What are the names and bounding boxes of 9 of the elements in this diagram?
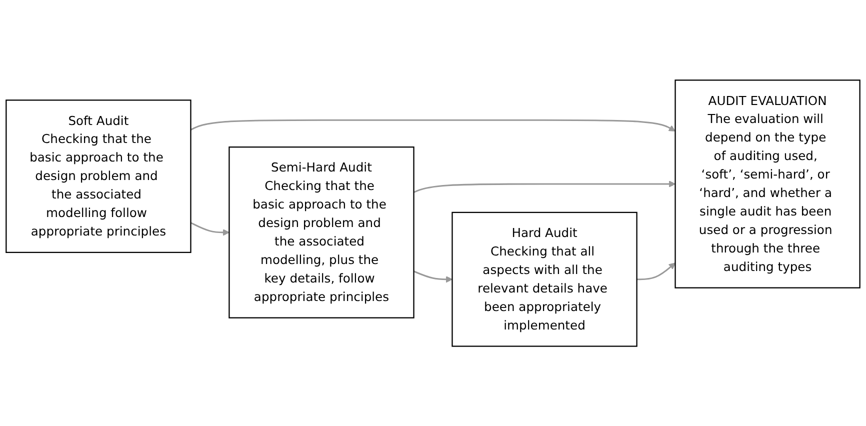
arrow	[413, 180, 676, 193]
arrow	[190, 222, 230, 236]
arrow	[636, 262, 676, 280]
node-box: Semi-Hard Audit Checking that the basic approach to the design problem and the associated modelling, plus the key details, follow appropriate principles	[228, 146, 414, 318]
node-box: AUDIT EVALUATION The evaluation will depend on the type of auditing used, ‘soft’, ‘semi-hard’, or ‘hard’, and whether a single audit has been used or a progression through the three auditing types	[674, 79, 860, 288]
node-box: Hard Audit Checking that all aspects with all the relevant details have been appropriately implemented	[452, 212, 638, 347]
node-box: Soft Audit Checking that the basic approach to the design problem and the associated modelling follow appropriate principles	[6, 99, 192, 253]
arrow	[190, 119, 676, 132]
arrow	[413, 270, 453, 283]
